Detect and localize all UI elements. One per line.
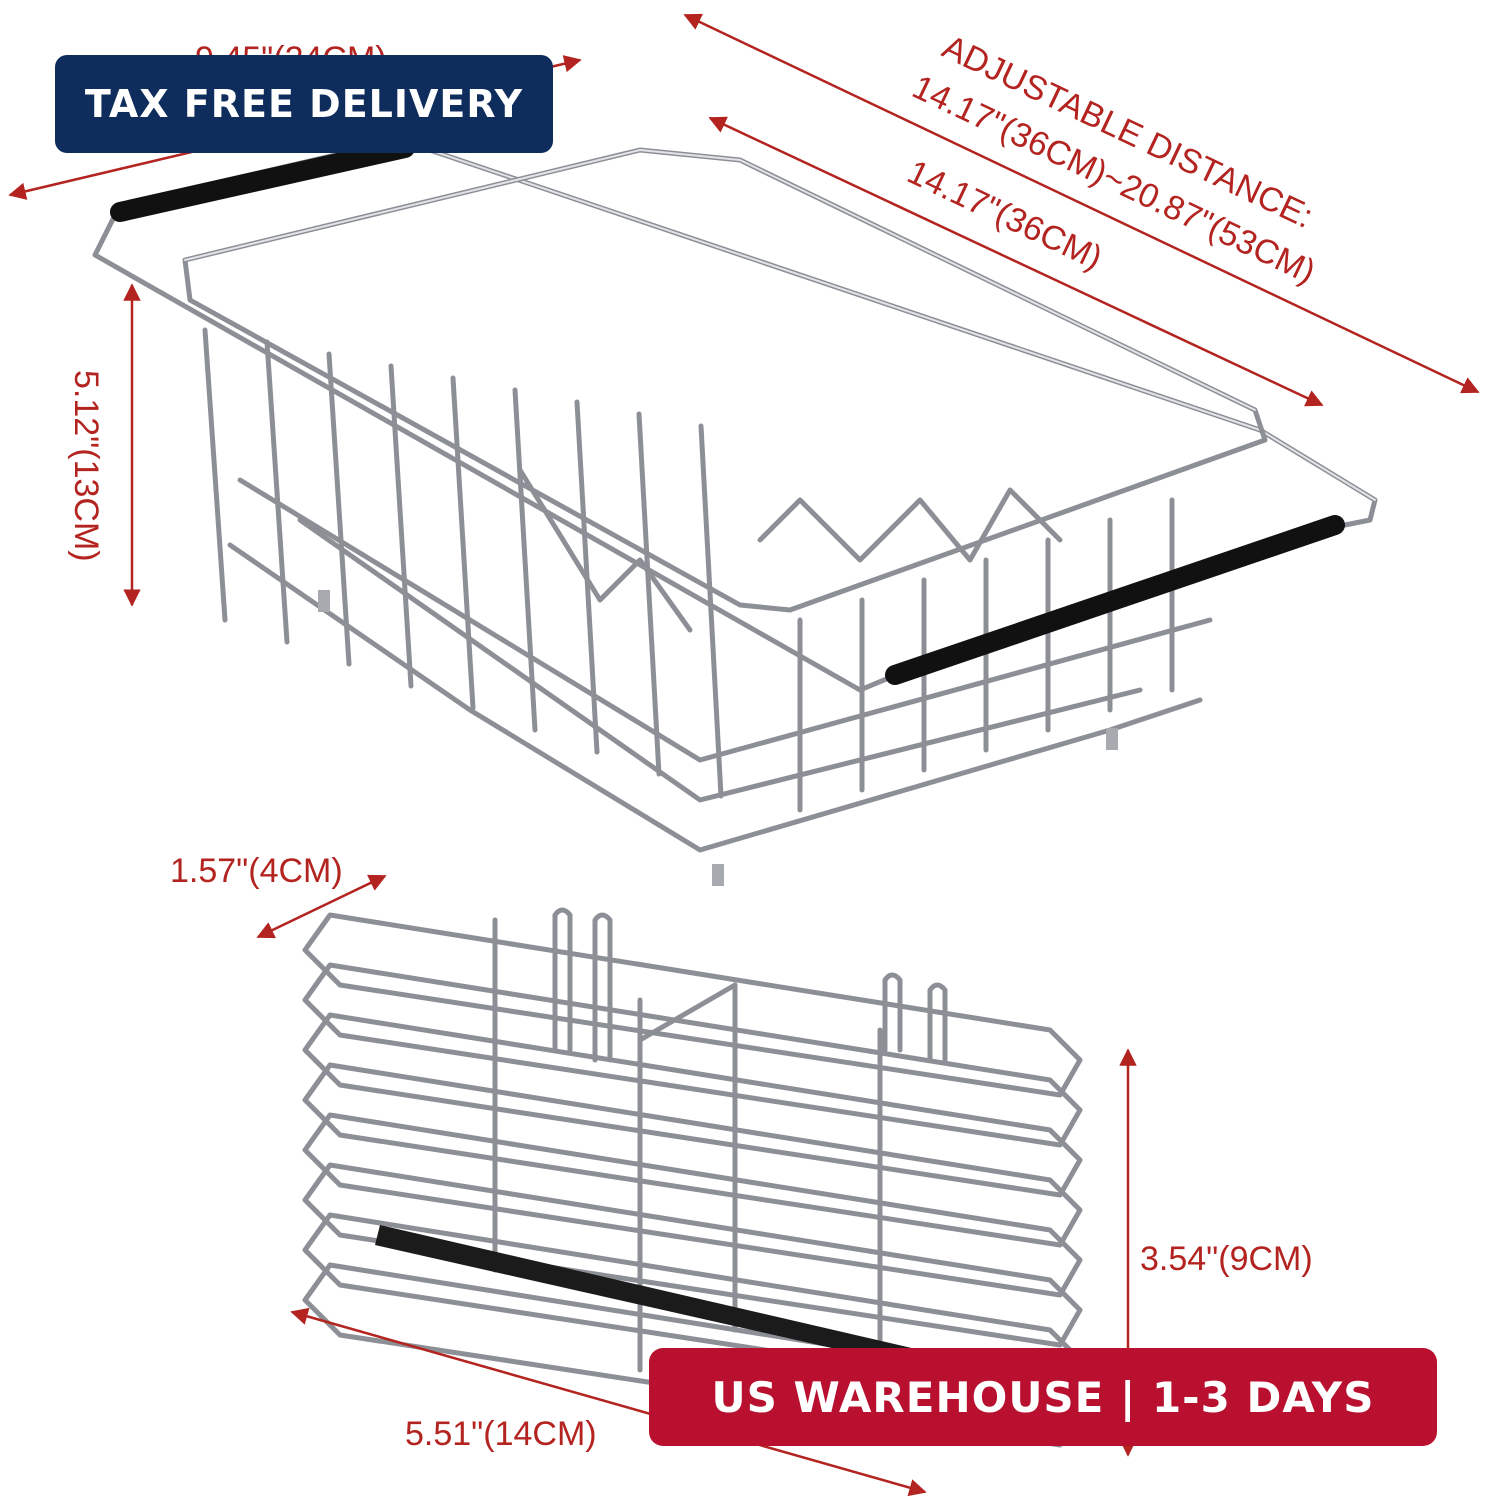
rack-foot	[1106, 728, 1118, 750]
rack-wire	[326, 351, 352, 667]
rack-foot	[712, 864, 724, 886]
rack-wire	[388, 363, 414, 689]
rack-foot	[318, 590, 330, 612]
dim-caddy-depth: 1.57"(4CM)	[170, 852, 343, 890]
us-warehouse-badge: US WAREHOUSE | 1-3 DAYS	[649, 1348, 1437, 1446]
dim-caddy-width: 5.51"(14CM)	[405, 1415, 597, 1453]
caddy-ring	[302, 1162, 1083, 1348]
rack-handle-right	[885, 515, 1345, 685]
rack-wire	[450, 375, 476, 711]
rack-wire	[202, 327, 228, 623]
rack-wire	[636, 411, 662, 777]
dim-caddy-height: 3.54"(9CM)	[1140, 1240, 1313, 1278]
tax-free-delivery-badge: TAX FREE DELIVERY	[55, 55, 553, 153]
rack-wire	[512, 387, 538, 733]
caddy-ring	[302, 912, 1083, 1098]
caddy-ring	[302, 962, 1083, 1148]
caddy-ring	[302, 1062, 1083, 1248]
rack-wire	[698, 423, 724, 799]
dish-rack	[92, 137, 1378, 886]
dim-height: 5.12"(13CM)	[67, 370, 105, 562]
rack-wire	[264, 339, 290, 645]
caddy-ring	[302, 1012, 1083, 1198]
caddy-ring	[302, 1112, 1083, 1298]
